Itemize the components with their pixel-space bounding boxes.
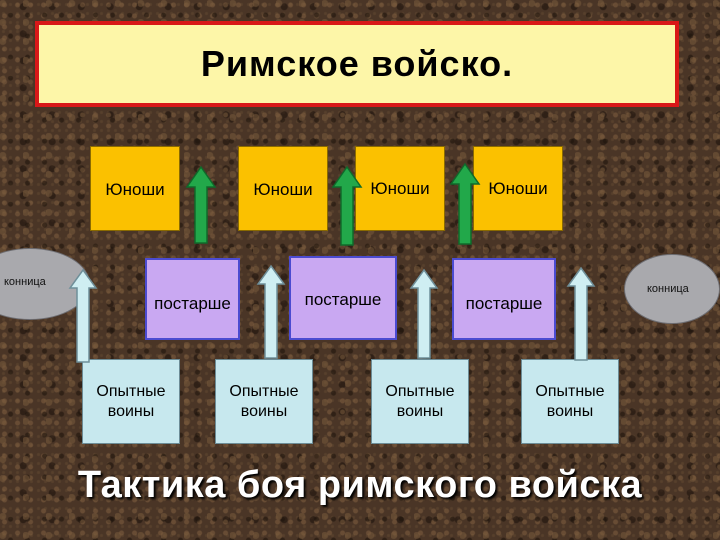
- middle-label-2: постарше: [304, 290, 382, 309]
- rear-label-4: Опытные воины: [535, 382, 605, 420]
- green-arrow-3: [449, 162, 481, 245]
- green-arrow-1: [185, 165, 217, 244]
- green-arrow-2: [331, 165, 363, 246]
- blue-arrow-4: [566, 266, 596, 361]
- middle-box-1: постарше: [145, 258, 240, 340]
- front-label-3: Юноши: [370, 179, 430, 198]
- cavalry-left-label: конница: [4, 276, 46, 288]
- front-label-1: Юноши: [105, 180, 165, 199]
- rear-box-3: Опытные воины: [371, 359, 469, 444]
- middle-box-3: постарше: [452, 258, 556, 340]
- cavalry-right-label: конница: [647, 283, 689, 295]
- front-box-4: Юноши: [473, 146, 563, 231]
- front-label-4: Юноши: [488, 179, 548, 198]
- blue-arrow-1: [68, 268, 98, 363]
- front-label-2: Юноши: [253, 180, 313, 199]
- middle-label-3: постарше: [465, 294, 543, 313]
- cavalry-right: конница: [624, 254, 720, 324]
- diagram-title: Римское войско.: [200, 43, 514, 84]
- blue-arrow-2: [256, 264, 286, 359]
- rear-label-2: Опытные воины: [229, 382, 299, 420]
- rear-label-3: Опытные воины: [385, 382, 455, 420]
- title-box: Римское войско.: [35, 21, 679, 107]
- rear-box-1: Опытные воины: [82, 359, 180, 444]
- rear-box-2: Опытные воины: [215, 359, 313, 444]
- middle-label-1: постарше: [154, 294, 231, 313]
- rear-label-1: Опытные воины: [96, 382, 166, 420]
- front-box-2: Юноши: [238, 146, 328, 231]
- tactics-caption: Тактика боя римского войска: [77, 464, 643, 506]
- middle-box-2: постарше: [289, 256, 397, 340]
- blue-arrow-3: [409, 268, 439, 359]
- rear-box-4: Опытные воины: [521, 359, 619, 444]
- front-box-3: Юноши: [355, 146, 445, 231]
- front-box-1: Юноши: [90, 146, 180, 231]
